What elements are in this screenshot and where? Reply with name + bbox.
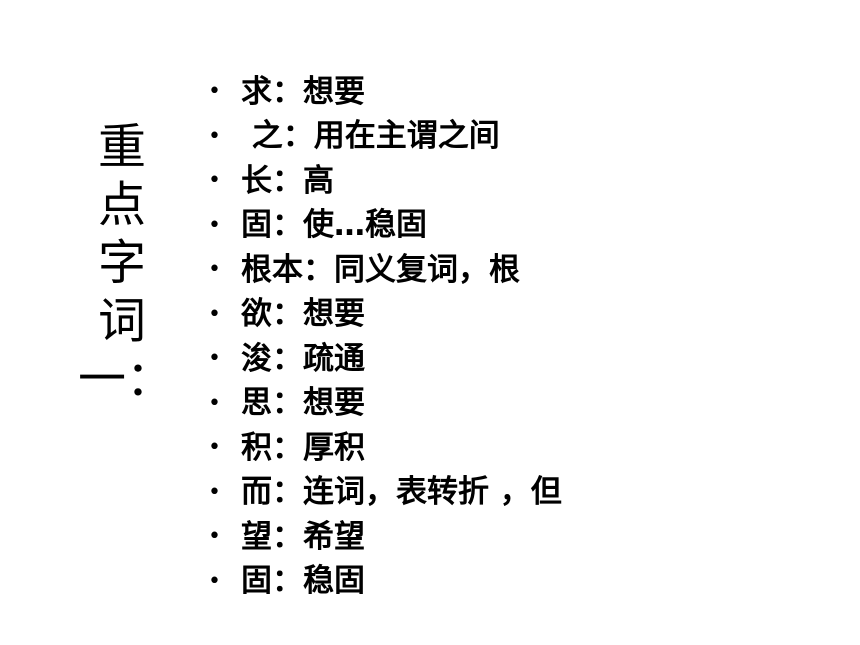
list-item-text: 固：使…稳固 (241, 207, 427, 244)
list-item: • 根本：同义复词，根 (206, 248, 562, 293)
list-item-text: 欲：想要 (241, 296, 365, 333)
list-item: • 思：想要 (206, 382, 562, 427)
list-item: • 固：使…稳固 (206, 204, 562, 249)
list-item-text: 浚：疏通 (241, 340, 365, 377)
vocabulary-list: • 求：想要 • 之：用在主谓之间 • 长：高 • 固：使…稳固 • 根本：同义复词，根… (206, 70, 562, 604)
title-char: 字 (97, 235, 146, 291)
list-item-text: 之：用在主谓之间 (241, 118, 500, 155)
list-item: • 望：希望 (206, 515, 562, 560)
list-item: • 欲：想要 (206, 293, 562, 338)
bullet-icon: • (208, 123, 221, 149)
bullet-icon: • (208, 568, 221, 594)
bullet-icon: • (208, 79, 221, 105)
list-item: • 之：用在主谓之间 (206, 115, 562, 160)
list-item-text: 长：高 (241, 162, 334, 199)
bullet-icon: • (208, 524, 221, 550)
list-item-text: 固：稳固 (241, 563, 365, 600)
bullet-icon: • (208, 257, 221, 283)
list-item-text: 积：厚积 (241, 429, 365, 466)
list-item: • 求：想要 (206, 70, 562, 115)
title-char-last: 一： (78, 351, 175, 407)
bullet-icon: • (208, 346, 221, 372)
list-item: • 浚：疏通 (206, 337, 562, 382)
bullet-icon: • (208, 301, 221, 327)
list-item: • 而：连词，表转折 ，但 (206, 471, 562, 516)
list-item: • 长：高 (206, 159, 562, 204)
list-item: • 积：厚积 (206, 426, 562, 471)
list-item-text: 而：连词，表转折 ，但 (241, 474, 562, 511)
bullet-icon: • (208, 212, 221, 238)
bullet-icon: • (208, 435, 221, 461)
title-char: 重 (97, 119, 146, 175)
list-item-text: 求：想要 (241, 73, 365, 110)
bullet-icon: • (208, 390, 221, 416)
title-char: 点 (97, 177, 146, 233)
title-char: 词 (97, 293, 146, 349)
slide-title-vertical: 重 点 字 词 一： (78, 118, 174, 408)
list-item-text: 望：希望 (241, 518, 365, 555)
bullet-icon: • (208, 168, 221, 194)
list-item-text: 根本：同义复词，根 (241, 251, 520, 288)
bullet-icon: • (208, 479, 221, 505)
list-item: • 固：稳固 (206, 560, 562, 605)
list-item-text: 思：想要 (241, 385, 365, 422)
